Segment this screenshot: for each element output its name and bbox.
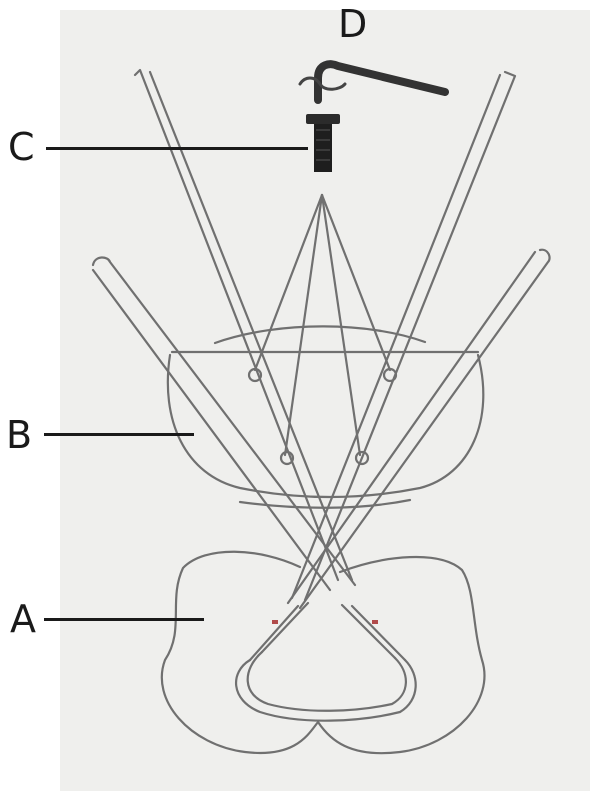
bolt [306, 114, 340, 172]
leader-line-a [44, 618, 204, 621]
label-d: D [338, 5, 367, 43]
joint-mark [272, 620, 278, 624]
frame-base-ring [168, 355, 483, 497]
leader-line-c [46, 147, 308, 150]
label-b: B [6, 416, 32, 454]
joint-mark [372, 620, 378, 624]
allen-key [300, 64, 445, 100]
leader-line-b [44, 433, 194, 436]
label-c: C [8, 128, 35, 166]
label-a: A [10, 600, 36, 638]
